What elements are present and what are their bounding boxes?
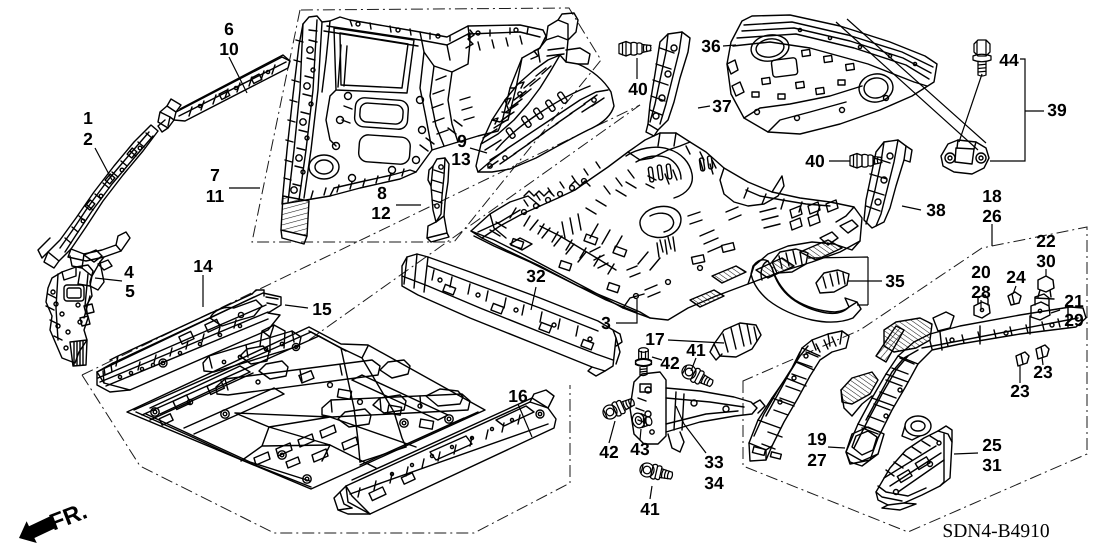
svg-text:39: 39 [1047,100,1067,120]
svg-text:36: 36 [701,36,721,56]
svg-text:16: 16 [508,386,528,406]
svg-text:2: 2 [83,129,93,149]
svg-text:3: 3 [601,313,611,333]
svg-text:1: 1 [83,108,93,128]
svg-text:6: 6 [224,19,234,39]
svg-text:35: 35 [885,271,905,291]
svg-text:11: 11 [206,186,225,206]
svg-text:13: 13 [451,149,471,169]
svg-text:8: 8 [377,183,387,203]
svg-text:14: 14 [193,256,213,276]
svg-text:18: 18 [982,186,1002,206]
svg-text:20: 20 [971,262,991,282]
svg-text:38: 38 [926,200,946,220]
svg-text:30: 30 [1036,251,1056,271]
svg-text:4: 4 [124,262,134,282]
svg-text:25: 25 [982,435,1002,455]
svg-text:19: 19 [807,429,827,449]
svg-text:31: 31 [982,455,1002,475]
svg-text:26: 26 [982,206,1002,226]
svg-text:32: 32 [526,266,546,286]
svg-text:22: 22 [1036,231,1056,251]
svg-text:43: 43 [630,439,650,459]
svg-text:42: 42 [660,353,680,373]
svg-text:41: 41 [686,340,706,360]
svg-text:24: 24 [1006,267,1026,287]
svg-text:17: 17 [645,329,664,349]
svg-text:40: 40 [805,151,825,171]
svg-text:7: 7 [210,165,220,185]
svg-text:SDN4-B4910: SDN4-B4910 [942,521,1049,542]
svg-text:23: 23 [1033,362,1053,382]
svg-text:23: 23 [1010,381,1030,401]
svg-text:41: 41 [640,499,660,519]
svg-text:34: 34 [704,473,724,493]
svg-text:40: 40 [628,79,648,99]
svg-text:15: 15 [312,299,332,319]
svg-text:10: 10 [219,39,239,59]
svg-text:44: 44 [999,50,1019,70]
svg-text:21: 21 [1064,291,1084,311]
svg-text:33: 33 [704,452,724,472]
svg-text:5: 5 [125,281,135,301]
svg-text:37: 37 [712,96,731,116]
svg-text:42: 42 [599,442,619,462]
svg-text:27: 27 [807,450,826,470]
svg-text:12: 12 [371,203,391,223]
